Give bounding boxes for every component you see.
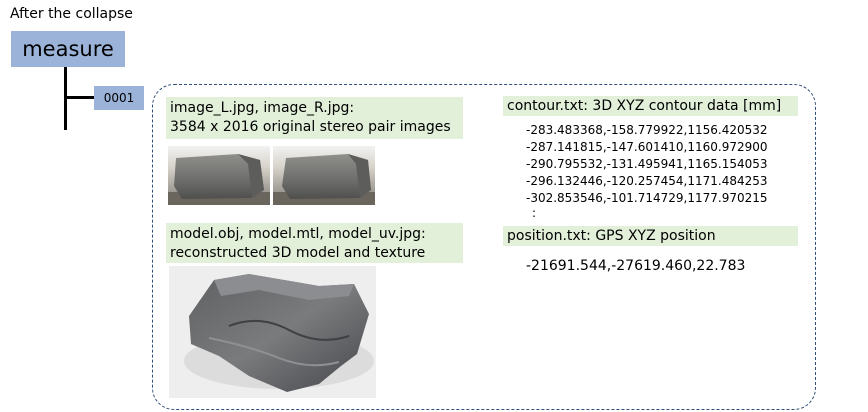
contour-ellipsis: : xyxy=(532,206,537,220)
page-title: After the collapse xyxy=(10,6,133,22)
contour-file-label: contour.txt: 3D XYZ contour data [mm] xyxy=(503,96,798,116)
root-node-measure: measure xyxy=(11,31,125,67)
stereo-images-label: image_L.jpg, image_R.jpg: 3584 x 2016 or… xyxy=(166,97,463,139)
reconstructed-3d-model-image xyxy=(169,266,376,398)
contour-row: -290.795532,-131.495941,1165.154053 xyxy=(526,157,768,171)
folder-contents-group xyxy=(152,84,816,410)
tree-horizontal-connector xyxy=(64,96,94,99)
model-files-label: model.obj, model.mtl, model_uv.jpg: reco… xyxy=(166,223,463,263)
child-node-0001: 0001 xyxy=(94,86,144,110)
gps-position-value: -21691.544,-27619.460,22.783 xyxy=(526,258,746,274)
contour-data-list: -283.483368,-158.779922,1156.420532 -287… xyxy=(526,122,768,219)
model-files-filenames: model.obj, model.mtl, model_uv.jpg: xyxy=(170,226,426,242)
contour-row: -302.853546,-101.714729,1177.970215 xyxy=(526,191,768,205)
stereo-right-image xyxy=(273,146,375,205)
contour-row: -283.483368,-158.779922,1156.420532 xyxy=(526,123,768,137)
stereo-left-image xyxy=(168,146,270,205)
stereo-images-filenames: image_L.jpg, image_R.jpg: xyxy=(170,100,355,116)
stereo-pair-image xyxy=(168,146,375,205)
contour-row: -296.132446,-120.257454,1171.484253 xyxy=(526,174,768,188)
model-files-description: reconstructed 3D model and texture xyxy=(170,245,426,261)
stereo-images-description: 3584 x 2016 original stereo pair images xyxy=(170,119,451,135)
position-file-label: position.txt: GPS XYZ position xyxy=(503,226,798,246)
contour-row: -287.141815,-147.601410,1160.972900 xyxy=(526,140,768,154)
